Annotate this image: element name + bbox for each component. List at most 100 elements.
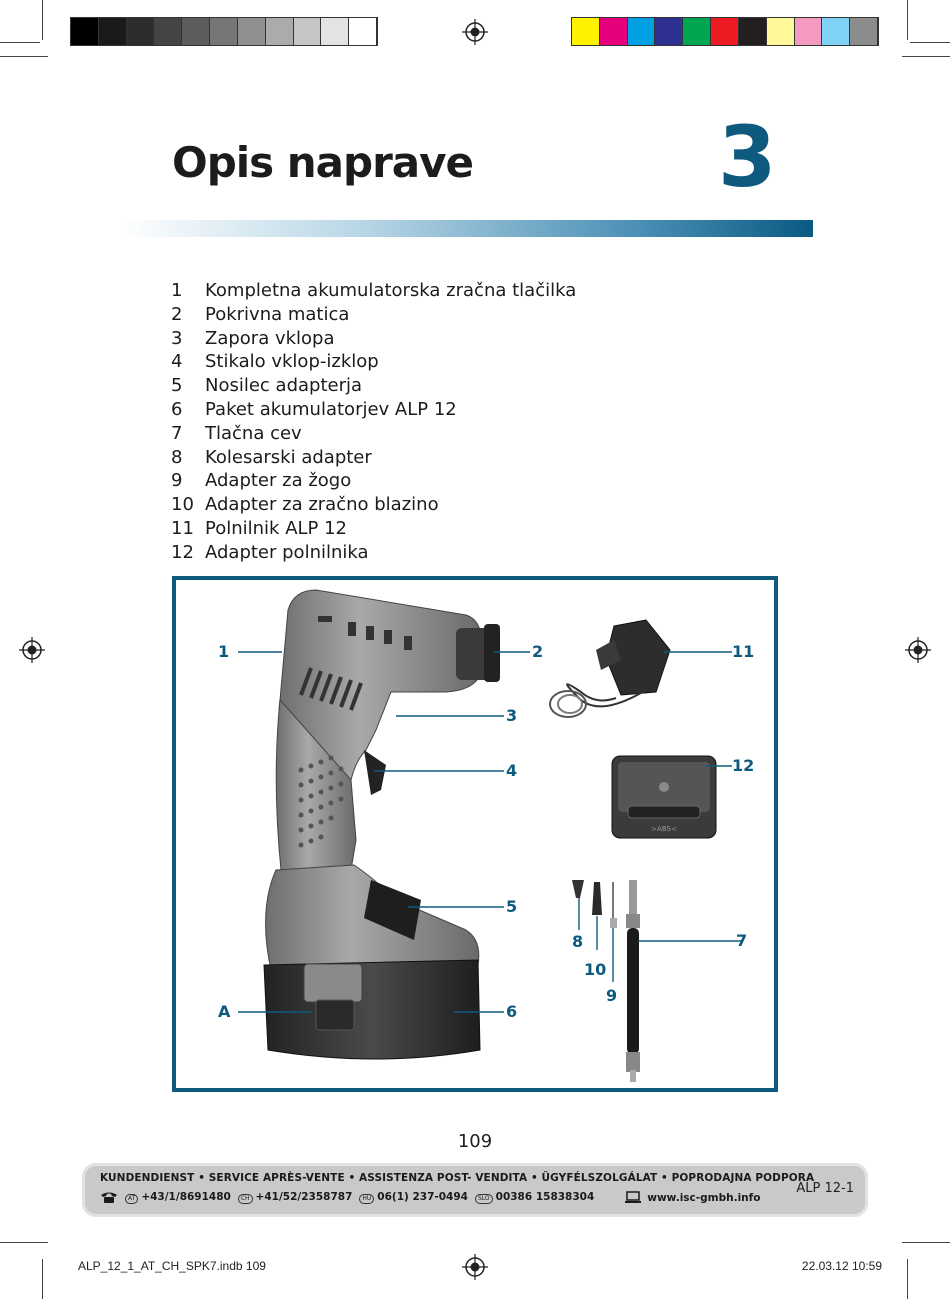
color-swatch — [655, 18, 684, 45]
callout-6: 6 — [506, 1002, 518, 1021]
country-badge: AT — [125, 1194, 139, 1204]
part-label: Tlačna cev — [205, 422, 302, 444]
color-swatch — [711, 18, 739, 45]
color-swatch — [572, 18, 600, 45]
part-number: 7 — [171, 422, 183, 444]
grayscale-color-bar — [70, 17, 378, 46]
part-number: 10 — [171, 494, 194, 516]
color-swatch — [794, 18, 823, 45]
color-swatch — [683, 18, 712, 45]
part-number: 12 — [171, 541, 194, 563]
callout-12: 12 — [732, 756, 755, 775]
part-number: 2 — [171, 303, 183, 325]
crop-mark — [910, 42, 950, 43]
part-number: 4 — [171, 351, 183, 373]
phone-number: +41/52/2358787 — [255, 1191, 353, 1203]
callout-9: 9 — [606, 986, 618, 1005]
callout-8: 8 — [572, 932, 584, 951]
color-swatch — [627, 18, 656, 45]
crop-mark — [907, 1259, 908, 1299]
part-label: Adapter za žogo — [205, 470, 352, 492]
file-slug: ALP_12_1_AT_CH_SPK7.indb 109 — [78, 1259, 266, 1273]
registration-mark-icon — [462, 19, 488, 45]
color-swatch — [154, 18, 183, 45]
part-number: 11 — [171, 517, 194, 539]
part-number: 1 — [171, 280, 183, 301]
model-number: ALP 12-1 — [796, 1181, 854, 1196]
crop-mark — [0, 56, 48, 57]
callout-5: 5 — [506, 897, 518, 916]
crop-mark — [0, 42, 40, 43]
country-badge: HU — [359, 1194, 375, 1204]
part-label: Adapter za zračno blazino — [205, 494, 439, 516]
callout-4: 4 — [506, 761, 518, 780]
color-swatch — [182, 18, 211, 45]
callout-11: 11 — [732, 642, 755, 661]
part-label: Kompletna akumulatorska zračna tlačilka — [205, 280, 577, 301]
crop-mark — [42, 0, 43, 40]
part-label: Paket akumulatorjev ALP 12 — [205, 398, 457, 420]
parts-list-item: 4 Stikalo vklop-izklop — [171, 350, 576, 374]
callout-1: 1 — [218, 642, 230, 661]
part-label: Polnilnik ALP 12 — [205, 517, 348, 539]
color-swatch — [210, 18, 238, 45]
device-figure: >ABS< 1 2 3 4 5 6 7 — [172, 576, 778, 1092]
crop-mark — [902, 1242, 950, 1243]
country-badge: CH — [237, 1194, 253, 1204]
part-label: Kolesarski adapter — [205, 446, 372, 468]
parts-list: 1 Kompletna akumulatorska zračna tlačilka… — [171, 279, 576, 565]
device-illustration: >ABS< — [238, 589, 742, 1082]
phone-icon — [101, 1192, 117, 1203]
phone-number: +43/1/8691480 — [141, 1191, 231, 1203]
crop-mark — [902, 56, 950, 57]
color-swatch — [71, 18, 99, 45]
callout-3: 3 — [506, 706, 518, 725]
color-swatch — [98, 18, 127, 45]
color-swatch — [321, 18, 350, 45]
process-color-bar — [571, 17, 879, 46]
parts-list-item: 9 Adapter za žogo — [171, 469, 576, 493]
part-label: Stikalo vklop-izklop — [205, 351, 379, 373]
adapter-marking: >ABS< — [651, 825, 677, 833]
page-title: Opis naprave — [172, 138, 474, 187]
registration-mark-icon — [19, 637, 45, 663]
page-number: 109 — [457, 1131, 493, 1152]
service-heading: KUNDENDIENST • SERVICE APRÈS-VENTE • ASS… — [100, 1172, 815, 1184]
country-badge: SLO — [474, 1194, 493, 1204]
part-number: 9 — [171, 470, 183, 492]
parts-list-item: 10 Adapter za zračno blazino — [171, 493, 576, 517]
service-footer: KUNDENDIENST • SERVICE APRÈS-VENTE • ASS… — [82, 1163, 868, 1217]
parts-list-item: 6 Paket akumulatorjev ALP 12 — [171, 398, 576, 422]
phone-number: 00386 15838304 — [495, 1191, 595, 1203]
part-number: 5 — [171, 375, 183, 397]
parts-list-item: 7 Tlačna cev — [171, 422, 576, 446]
color-swatch — [265, 18, 294, 45]
color-swatch — [850, 18, 878, 45]
crop-mark — [42, 1259, 43, 1299]
color-swatch — [822, 18, 851, 45]
website-link[interactable]: www.isc-gmbh.info — [647, 1191, 761, 1204]
part-label: Zapora vklopa — [205, 327, 335, 349]
callout-10: 10 — [584, 960, 607, 979]
crop-mark — [907, 0, 908, 40]
color-swatch — [293, 18, 322, 45]
color-swatch — [349, 18, 377, 45]
parts-list-item: 8 Kolesarski adapter — [171, 446, 576, 470]
color-swatch — [599, 18, 628, 45]
part-number: 8 — [171, 446, 183, 468]
parts-list-item: 3 Zapora vklopa — [171, 327, 576, 351]
crop-mark — [0, 1242, 48, 1243]
parts-list-item: 1 Kompletna akumulatorska zračna tlačilka — [171, 279, 576, 303]
part-number: 3 — [171, 327, 183, 349]
part-number: 6 — [171, 398, 183, 420]
color-swatch — [766, 18, 795, 45]
date-slug: 22.03.12 10:59 — [801, 1259, 882, 1273]
callout-a: A — [218, 1002, 231, 1021]
phone-number: 06(1) 237-0494 — [377, 1191, 468, 1203]
laptop-icon — [625, 1191, 642, 1203]
